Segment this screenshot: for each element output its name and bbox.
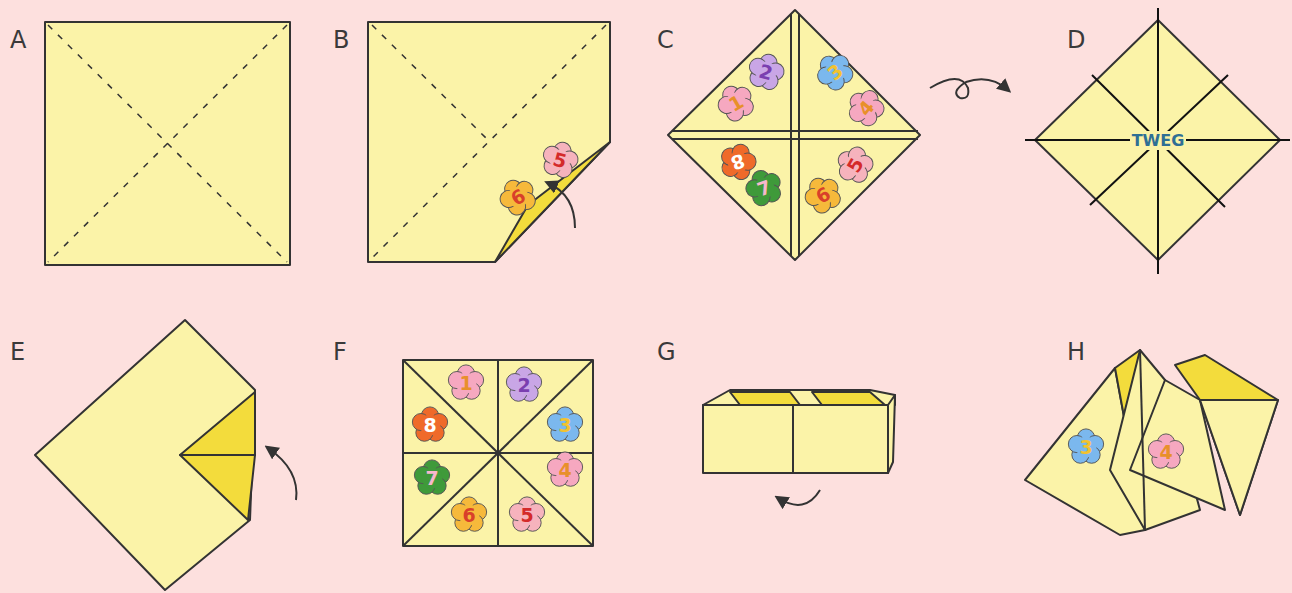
- flower-node: 5: [507, 495, 547, 535]
- flower-node: 3: [1066, 427, 1106, 467]
- flower-node: 4: [838, 80, 894, 136]
- flower-number: 2: [742, 48, 791, 97]
- step-letter: E: [10, 338, 25, 366]
- step-letter: C: [657, 26, 674, 54]
- step-letter: D: [1067, 26, 1085, 54]
- flower-node: 5: [536, 136, 585, 185]
- flower-number: 1: [446, 363, 486, 403]
- flower-node: 1: [446, 363, 486, 403]
- step-letter: G: [657, 338, 676, 366]
- flower-node: 3: [807, 44, 863, 100]
- flower-number: 6: [449, 495, 489, 535]
- flower-node: 2: [504, 365, 544, 405]
- watermark: TWEG: [1130, 131, 1187, 150]
- flower-node: 7: [412, 458, 452, 498]
- flower-number: 2: [504, 365, 544, 405]
- flower-number: 4: [1146, 432, 1186, 472]
- flower-node: 8: [410, 405, 450, 445]
- flower-number: 6: [491, 170, 546, 225]
- flower-node: 3: [545, 405, 585, 445]
- step-letter: H: [1067, 338, 1085, 366]
- flower-number: 7: [412, 458, 452, 498]
- flower-number: 4: [545, 450, 585, 490]
- flower-number: 3: [545, 405, 585, 445]
- flower-node: 6: [491, 170, 546, 225]
- flower-node: 4: [545, 450, 585, 490]
- step-letter: F: [333, 338, 347, 366]
- flower-number: 5: [536, 136, 585, 185]
- flower-number: 5: [507, 495, 547, 535]
- flower-node: 2: [742, 48, 791, 97]
- flower-number: 8: [410, 405, 450, 445]
- flower-number: 3: [807, 44, 863, 100]
- flower-number: 3: [1066, 427, 1106, 467]
- step-letter: A: [10, 26, 26, 54]
- flower-number: 4: [838, 80, 894, 136]
- step-letter: B: [333, 26, 349, 54]
- flower-node: 4: [1146, 432, 1186, 472]
- flower-node: 6: [449, 495, 489, 535]
